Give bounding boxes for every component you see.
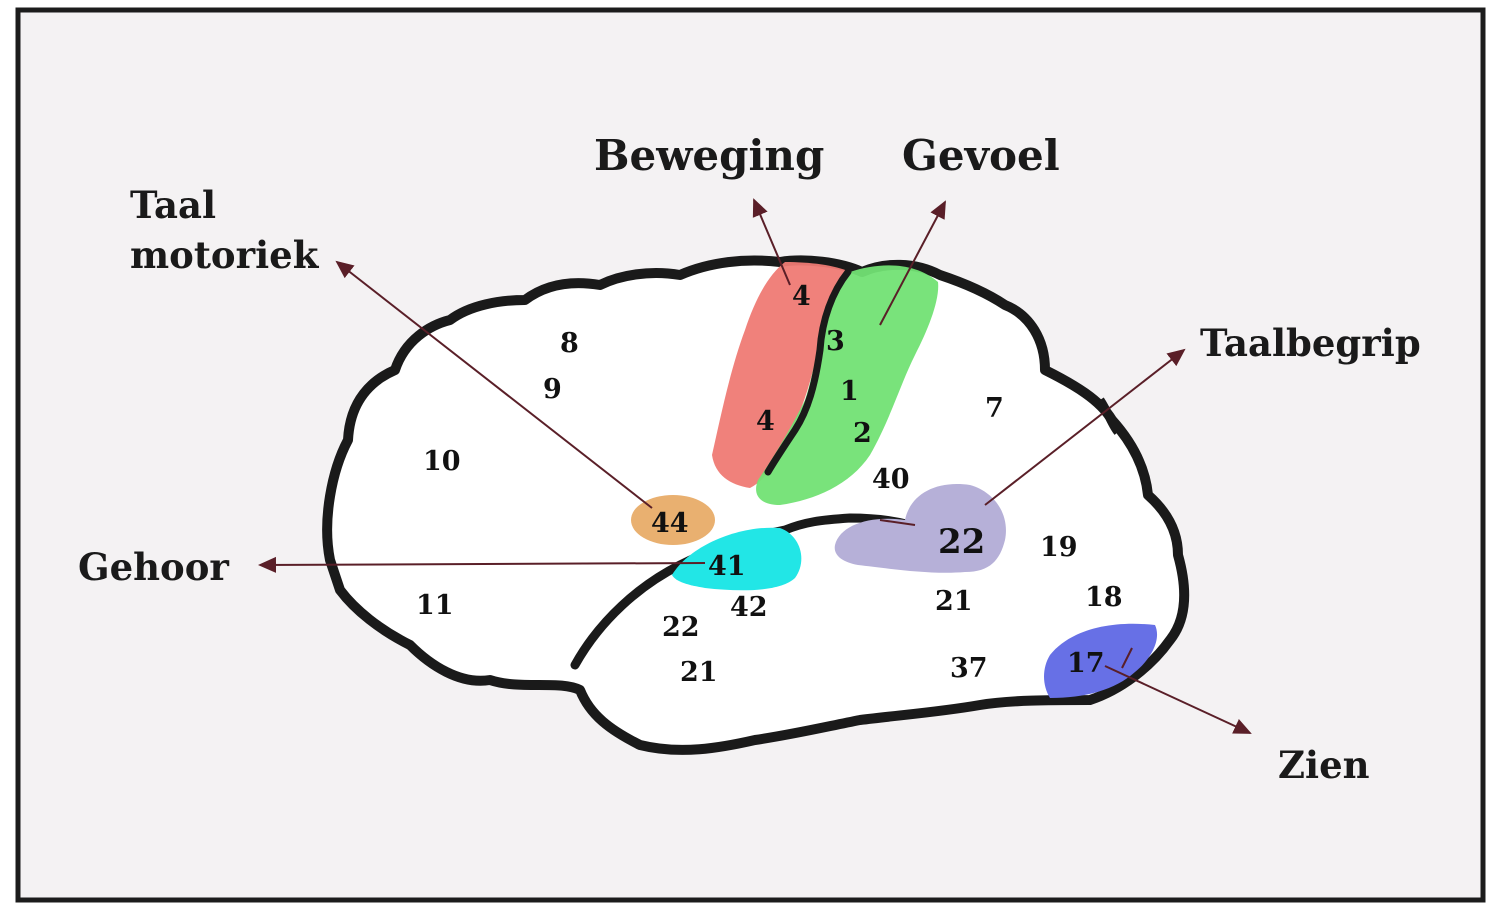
parieto-occipital-notch xyxy=(1096,397,1122,435)
area-41: 41 xyxy=(708,551,746,582)
area-19: 19 xyxy=(1040,532,1078,563)
arrow-zien xyxy=(1104,665,1252,734)
auditory-cortex-region xyxy=(672,527,802,591)
arrow-taal-motoriek xyxy=(335,260,653,509)
arrow-gevoel xyxy=(879,200,946,326)
sensory-cortex-region xyxy=(756,265,939,505)
label-gevoel: Gevoel xyxy=(902,131,1060,180)
area-21-front: 21 xyxy=(680,657,718,688)
arrow-taalbegrip xyxy=(984,348,1186,506)
area-21-back: 21 xyxy=(935,586,973,617)
label-motoriek: motoriek xyxy=(130,233,320,277)
label-taalbegrip: Taalbegrip xyxy=(1200,321,1421,365)
area-3: 3 xyxy=(826,326,845,357)
area-11: 11 xyxy=(416,590,454,621)
area-10: 10 xyxy=(423,446,461,477)
area-17: 17 xyxy=(1067,648,1105,679)
area-22-front: 22 xyxy=(662,612,700,643)
area-40: 40 xyxy=(872,464,910,495)
label-beweging: Beweging xyxy=(594,131,824,180)
visual-cortex-region xyxy=(1044,623,1158,698)
label-taal: Taal xyxy=(130,183,216,227)
label-zien: Zien xyxy=(1278,743,1370,787)
area-42: 42 xyxy=(730,592,768,623)
area-8: 8 xyxy=(560,328,579,359)
motor-cortex-region xyxy=(712,262,850,488)
label-gehoor: Gehoor xyxy=(78,545,229,589)
arrow-beweging xyxy=(752,198,791,286)
leader-visual xyxy=(1121,647,1133,669)
area-2: 2 xyxy=(853,418,872,449)
arrow-gehoor xyxy=(258,556,706,573)
area-44: 44 xyxy=(651,508,689,539)
area-22-back: 22 xyxy=(938,522,985,562)
wernicke-area-region xyxy=(834,484,1006,573)
area-7: 7 xyxy=(985,393,1004,424)
leader-wernicke xyxy=(879,519,916,526)
area-1: 1 xyxy=(840,376,859,407)
area-4-bottom: 4 xyxy=(756,406,775,437)
brain-outline xyxy=(322,255,1190,755)
area-37: 37 xyxy=(950,653,988,684)
central-sulcus xyxy=(764,268,852,476)
area-9: 9 xyxy=(543,374,562,405)
area-4-top: 4 xyxy=(792,281,811,312)
area-18: 18 xyxy=(1085,582,1123,613)
